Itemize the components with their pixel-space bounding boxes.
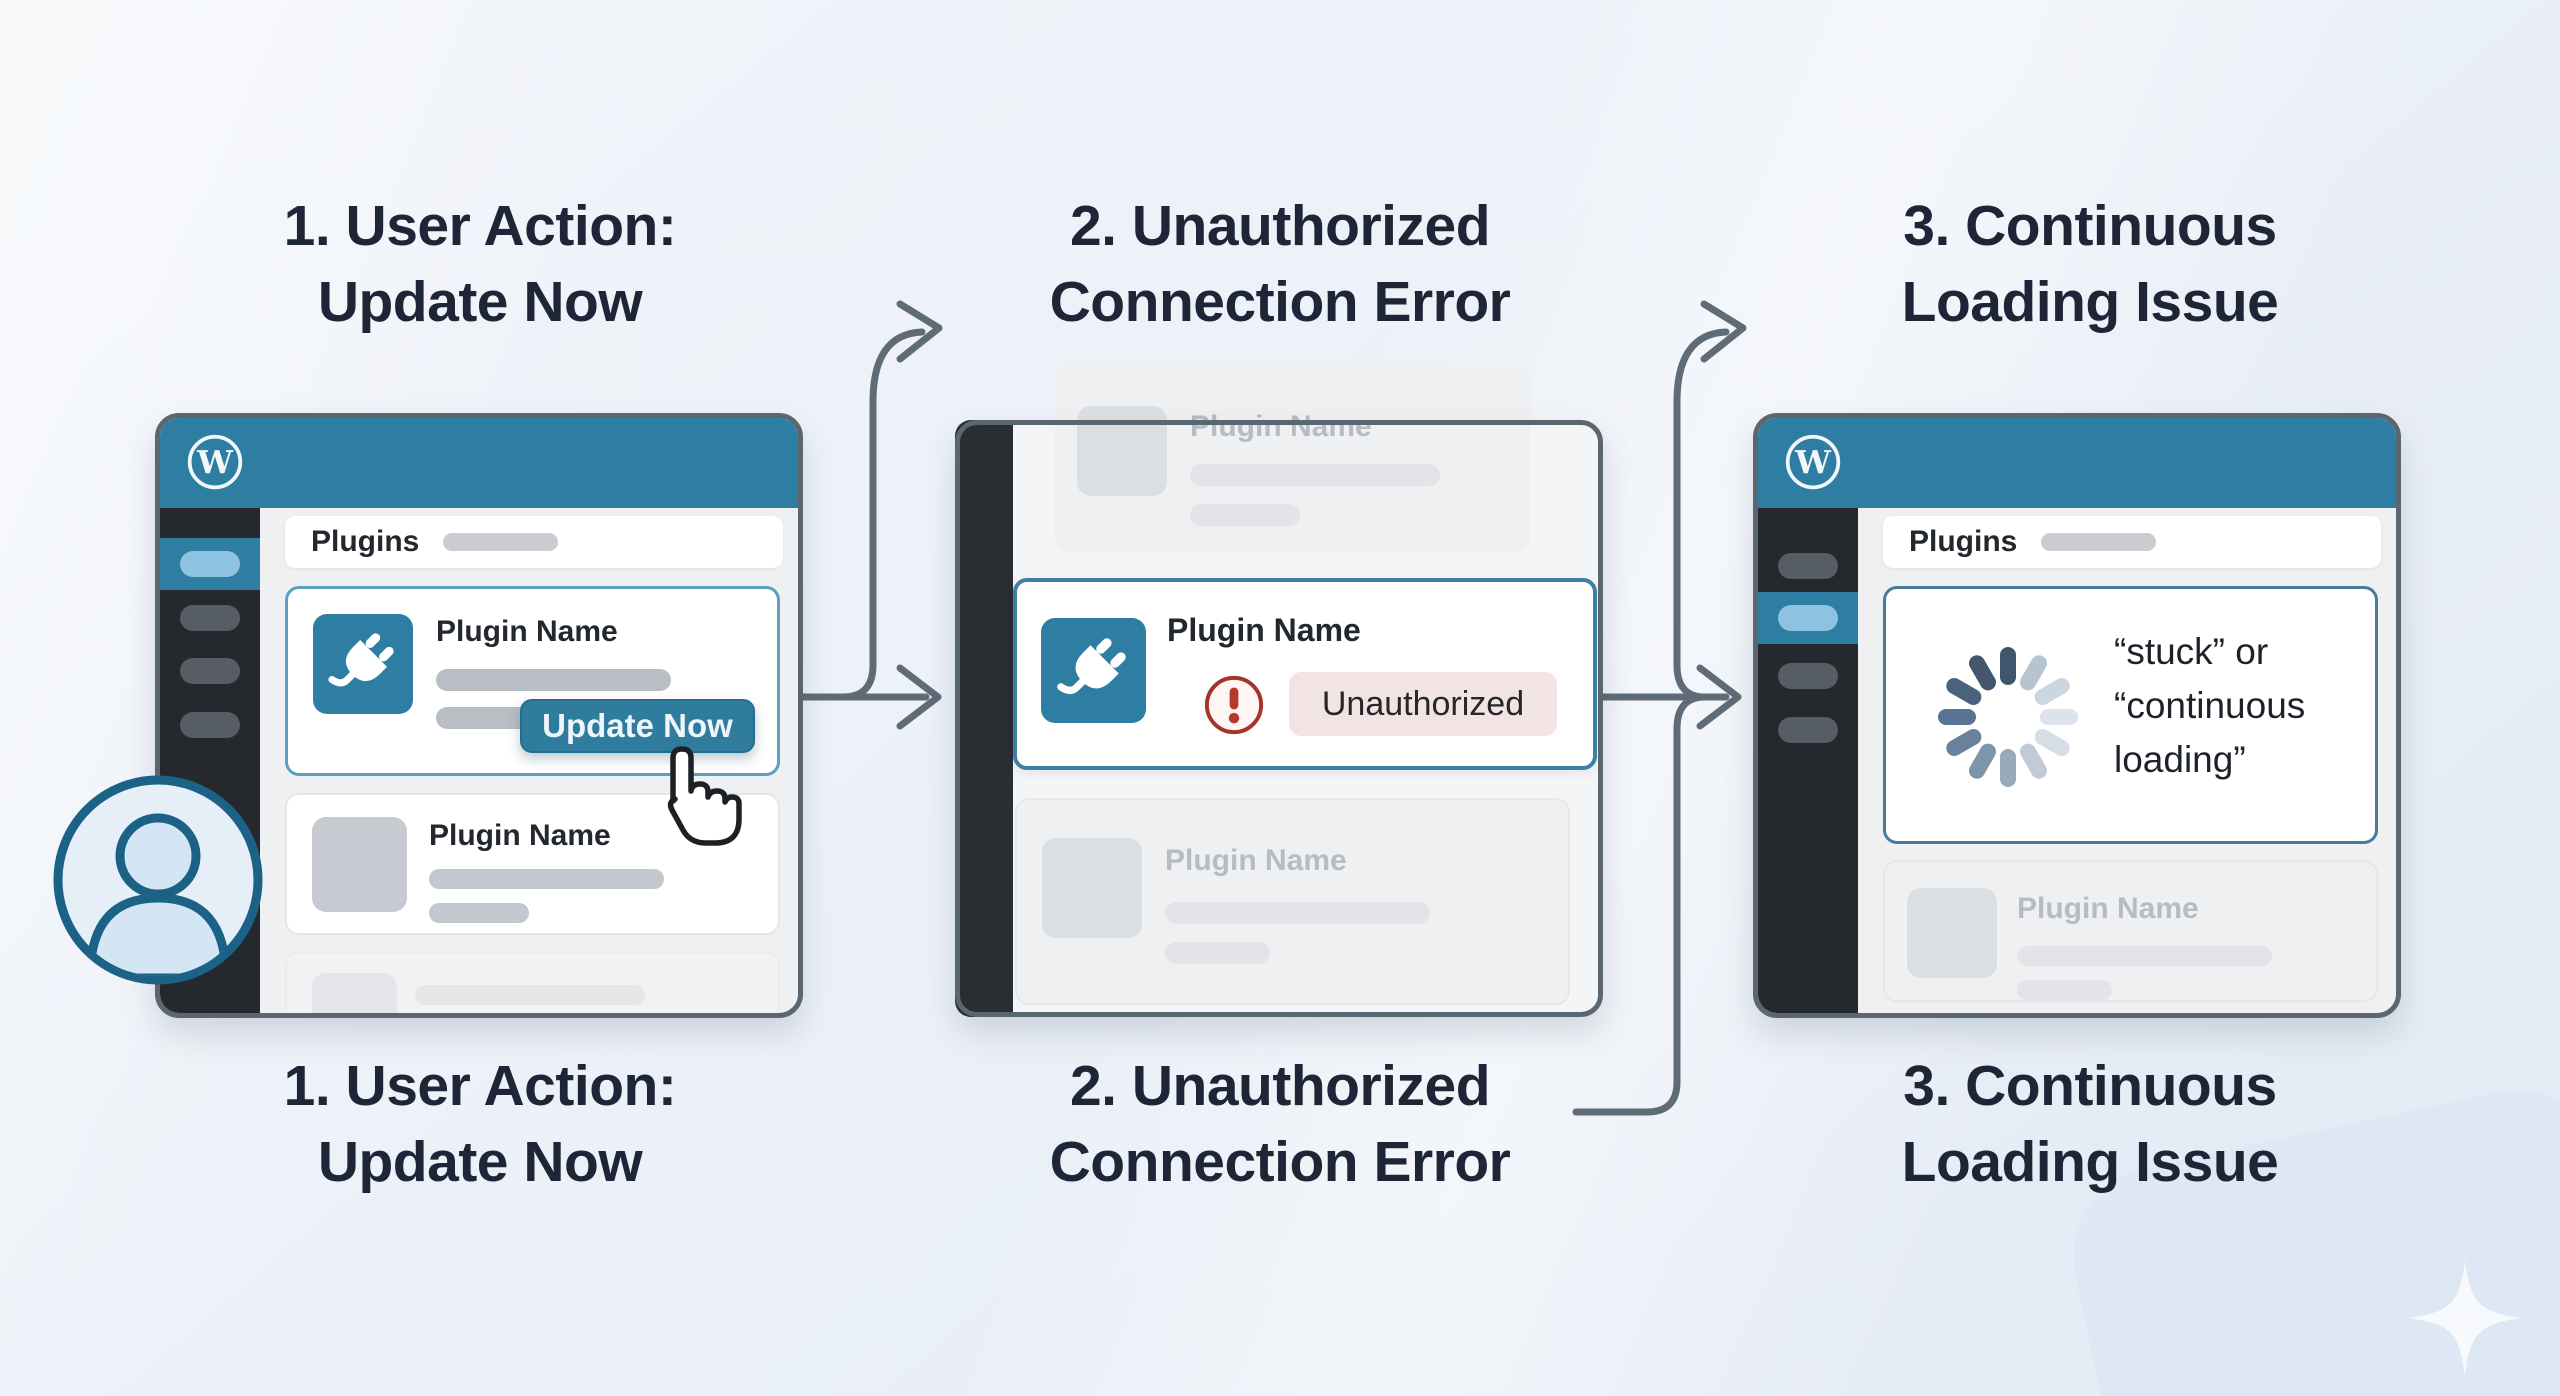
step1-label-line1: 1. User Action: (283, 1054, 677, 1118)
plug-icon (328, 633, 394, 687)
header-placeholder-line (2041, 533, 2157, 551)
arrowhead-title3 (1700, 300, 1747, 363)
sidebar-item[interactable] (180, 658, 240, 684)
error-exclamation-icon (1204, 675, 1264, 735)
step3-label-line2: Loading Issue (1901, 1130, 2279, 1194)
step1-title-line2: Update Now (317, 270, 643, 334)
step1-title-top: 1. User Action: Update Now (170, 188, 790, 340)
loading-state-card: “stuck” or “continuous loading” (1883, 586, 2378, 844)
plugin-icon-placeholder (1042, 838, 1142, 938)
placeholder-line (429, 903, 529, 923)
admin-content-area: Plugins (1858, 508, 2396, 1013)
wordpress-logo-icon: W (1785, 434, 1841, 490)
sidebar-active-row[interactable] (160, 538, 260, 590)
plugin-name-faded: Plugin Name (1190, 410, 1372, 443)
sparkle-icon (2407, 1260, 2523, 1376)
header-placeholder-line (443, 533, 559, 551)
sidebar-item[interactable] (1778, 717, 1838, 743)
step2-label-bottom: 2. Unauthorized Connection Error (970, 1048, 1590, 1200)
plugin-icon-tile (313, 614, 413, 714)
arrowhead-step3 (1696, 664, 1742, 730)
plugin-card-faded: Plugin Name (1883, 860, 2378, 1002)
plugin-card-error: Plugin Name Unauthorized (1013, 578, 1597, 770)
update-now-button[interactable]: Update Now (520, 699, 755, 753)
step3-title-line1: 3. Continuous (1903, 194, 2277, 258)
plugin-name-faded: Plugin Name (1165, 844, 1347, 877)
placeholder-line (429, 869, 664, 889)
plugin-name: Plugin Name (436, 615, 618, 648)
loading-message-line2: “continuous (2114, 685, 2306, 726)
plugin-name: Plugin Name (1167, 612, 1361, 648)
plugins-page-header: Plugins (1883, 516, 2381, 568)
loading-message: “stuck” or “continuous loading” (2114, 625, 2305, 787)
admin-header-bar: W (1758, 418, 2396, 508)
plugins-page-title: Plugins (1909, 525, 2018, 558)
sidebar-item-plugins[interactable] (1778, 605, 1838, 631)
placeholder-line (1190, 464, 1440, 486)
step3-label-line1: 3. Continuous (1903, 1054, 2277, 1118)
step3-title-line2: Loading Issue (1901, 270, 2279, 334)
step2-label-line2: Connection Error (1049, 1130, 1511, 1194)
plugin-card-faded: Plugin Name (1055, 364, 1530, 552)
admin-sidebar (1758, 508, 1858, 1013)
admin-content-area: Plugins Plugin Name (260, 508, 798, 1013)
plugin-icon-placeholder (312, 817, 407, 912)
placeholder-line (2017, 980, 2112, 1000)
step1-label-bottom: 1. User Action: Update Now (170, 1048, 790, 1200)
step1-title-line1: 1. User Action: (283, 194, 677, 258)
loading-spinner-icon (1938, 647, 2078, 787)
admin-sidebar-strip (955, 420, 1013, 1017)
sidebar-item[interactable] (1778, 553, 1838, 579)
step2-title-line1: 2. Unauthorized (1069, 194, 1491, 258)
admin-header-bar: W (160, 418, 798, 508)
step2-title-line2: Connection Error (1049, 270, 1511, 334)
placeholder-line (1165, 902, 1430, 924)
loading-message-line3: loading” (2114, 739, 2246, 780)
plug-icon (1057, 638, 1126, 695)
loading-message-line1: “stuck” or (2114, 631, 2269, 672)
step2-title-top: 2. Unauthorized Connection Error (970, 188, 1590, 340)
arrowhead-title2 (896, 300, 943, 363)
wordpress-window-step1: W Plugins (155, 413, 803, 1018)
plugin-icon-placeholder (1907, 888, 1997, 978)
unauthorized-status-badge: Unauthorized (1289, 672, 1557, 736)
plugin-icon-tile (1041, 618, 1146, 723)
plugin-name: Plugin Name (429, 819, 611, 852)
plugin-card-active: Plugin Name Update Now (285, 586, 780, 776)
wordpress-logo-icon: W (187, 434, 243, 490)
placeholder-line (2017, 946, 2272, 966)
hand-pointer-cursor-icon (667, 746, 742, 846)
plugin-icon-placeholder (312, 973, 397, 1013)
plugins-page-header: Plugins (285, 516, 783, 568)
sidebar-active-row[interactable] (1758, 592, 1858, 644)
connector-step1-to-title2 (839, 328, 926, 701)
sidebar-item[interactable] (1778, 663, 1838, 689)
user-avatar-icon (53, 775, 263, 985)
sidebar-item[interactable] (180, 712, 240, 738)
sidebar-item[interactable] (180, 605, 240, 631)
svg-text:W: W (196, 443, 234, 481)
sidebar-item-plugins[interactable] (180, 551, 240, 577)
arrowhead-step2 (896, 664, 942, 730)
plugins-page-title: Plugins (311, 525, 420, 558)
step3-label-bottom: 3. Continuous Loading Issue (1780, 1048, 2400, 1200)
step1-label-line2: Update Now (317, 1130, 643, 1194)
step3-title-top: 3. Continuous Loading Issue (1780, 188, 2400, 340)
plugin-icon-placeholder (1077, 406, 1167, 496)
placeholder-line (436, 669, 671, 691)
placeholder-line (1190, 504, 1300, 526)
step2-label-line1: 2. Unauthorized (1069, 1054, 1491, 1118)
plugin-card-faded (285, 951, 780, 1013)
wordpress-window-step3: W Plugins (1753, 413, 2401, 1018)
wordpress-window-step2: Plugin Name Plugin Name (955, 364, 1603, 1017)
connector-junction-to-title3 (1673, 328, 1730, 701)
svg-text:W: W (1794, 443, 1832, 481)
plugin-card-faded: Plugin Name (1015, 798, 1570, 1005)
placeholder-line (1165, 942, 1270, 964)
placeholder-line (415, 985, 645, 1005)
plugin-name-faded: Plugin Name (2017, 892, 2199, 925)
